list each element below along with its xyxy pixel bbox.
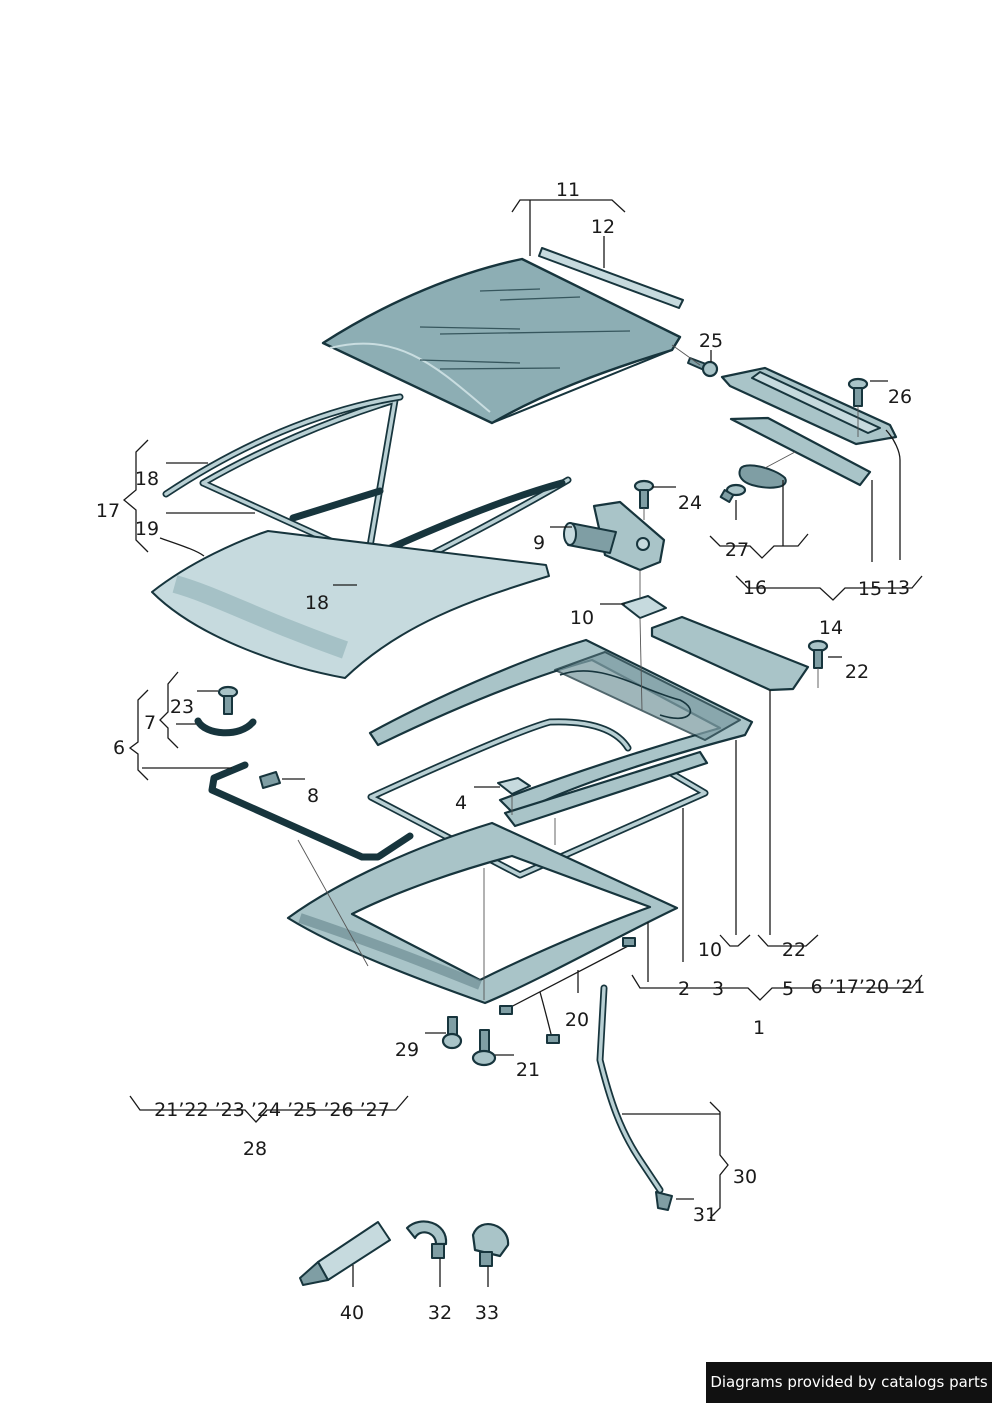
label-21: 21 xyxy=(516,1059,540,1081)
label-30: 30 xyxy=(733,1166,757,1188)
label-25: 25 xyxy=(699,330,723,352)
label-10b: 10 xyxy=(698,939,722,961)
label-27: 27 xyxy=(725,539,749,561)
rear-guide-assembly xyxy=(720,366,898,489)
label-7: 7 xyxy=(144,712,156,734)
label-31: 31 xyxy=(693,1204,717,1226)
label-13: 13 xyxy=(886,577,910,599)
label-9: 9 xyxy=(533,532,545,554)
glass-panel xyxy=(321,257,682,425)
label-15: 15 xyxy=(858,578,882,600)
label-12: 12 xyxy=(591,216,615,238)
motor-bracket xyxy=(621,595,667,619)
clip-8 xyxy=(259,771,281,789)
label-5: 5 xyxy=(782,978,794,1000)
glass-seal-strip xyxy=(538,247,684,309)
label-32: 32 xyxy=(428,1302,452,1324)
drain-hose-30-inner xyxy=(598,986,662,1192)
screw-24 xyxy=(633,479,655,509)
label-4: 4 xyxy=(455,792,467,814)
screw-26 xyxy=(847,377,869,407)
label-22b: 22 xyxy=(782,939,806,961)
part-labels: 11 12 25 26 18 24 17 19 9 27 16 15 13 18… xyxy=(96,179,926,1324)
label-2: 2 xyxy=(678,978,690,1000)
label-20: 20 xyxy=(565,1009,589,1031)
label-19: 19 xyxy=(135,518,159,540)
sunroof-frame-mechanism xyxy=(368,638,754,817)
label-24: 24 xyxy=(678,492,702,514)
label-11: 11 xyxy=(556,179,580,201)
hose-clip-33 xyxy=(471,1223,510,1267)
roof-frame xyxy=(286,821,679,1005)
label-40: 40 xyxy=(340,1302,364,1324)
sun-shade-panel xyxy=(151,530,550,679)
bolt-29 xyxy=(441,1016,463,1050)
leader-lines xyxy=(122,199,923,1287)
label-6: 6 xyxy=(113,737,125,759)
label-16: 16 xyxy=(743,577,767,599)
wiring-harness xyxy=(499,937,636,1044)
label-28: 28 xyxy=(243,1138,267,1160)
screw-23 xyxy=(217,685,239,715)
label-18b: 18 xyxy=(305,592,329,614)
label-8: 8 xyxy=(307,785,319,807)
label-6-list: 6 ’17’20 ’21 xyxy=(811,976,926,998)
clip-4 xyxy=(497,777,531,795)
label-1: 1 xyxy=(753,1017,765,1039)
label-29: 29 xyxy=(395,1039,419,1061)
side-rail xyxy=(503,750,709,828)
label-17: 17 xyxy=(96,500,120,522)
drive-motor xyxy=(563,500,666,572)
hose-clip xyxy=(194,717,257,737)
label-14: 14 xyxy=(819,617,843,639)
screw-22 xyxy=(807,639,829,669)
drain-valve-31 xyxy=(655,1191,673,1211)
label-26: 26 xyxy=(888,386,912,408)
screw-25 xyxy=(687,357,719,378)
label-28-list: 21’22 ’23 ’24 ’25 ’26 ’27 xyxy=(154,1099,390,1121)
sealant-tube xyxy=(299,1221,391,1286)
credit-banner: Diagrams provided by catalogs parts xyxy=(706,1362,992,1403)
frame-seal-lower xyxy=(367,718,709,879)
hose-clip-32 xyxy=(405,1220,448,1259)
label-3: 3 xyxy=(712,978,724,1000)
label-10a: 10 xyxy=(570,607,594,629)
screw-27 xyxy=(719,483,747,503)
label-22a: 22 xyxy=(845,661,869,683)
label-33: 33 xyxy=(475,1302,499,1324)
bolt-21 xyxy=(471,1029,497,1067)
label-23: 23 xyxy=(170,696,194,718)
label-18a: 18 xyxy=(135,468,159,490)
rear-cover-plate xyxy=(650,615,810,692)
drain-tube xyxy=(208,761,414,861)
